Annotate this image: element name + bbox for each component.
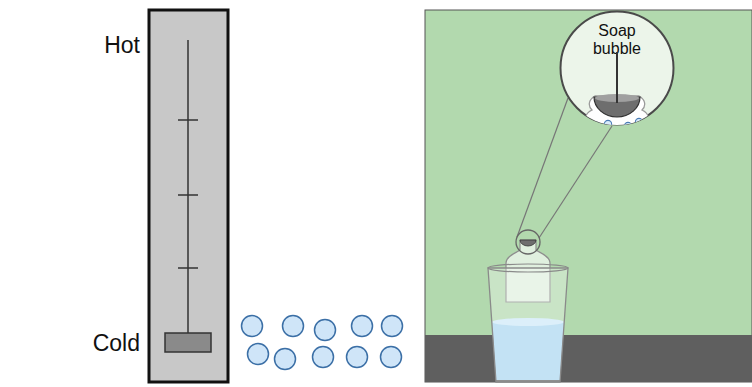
particle (347, 347, 368, 368)
air-particles (593, 118, 648, 148)
table-surface (425, 335, 752, 382)
tick-mark (178, 194, 198, 196)
particle (275, 349, 296, 370)
cup (488, 268, 568, 382)
zoom-line (539, 126, 612, 238)
air-particle (641, 129, 648, 136)
pointer-line (616, 52, 618, 103)
particle (315, 320, 336, 341)
air-particle (593, 122, 600, 129)
bottle-neck (566, 96, 668, 162)
cup-rim (488, 264, 568, 272)
air-particle (598, 132, 605, 139)
soap-bubble-highlight (595, 94, 639, 102)
particle (382, 316, 403, 337)
tick-mark (178, 267, 198, 269)
slider-handle (165, 333, 211, 352)
particle (248, 344, 269, 365)
callout-label: Soap bubble (584, 22, 650, 58)
magnifier-circle: Soap bubble (559, 10, 675, 126)
tick-mark (178, 119, 198, 121)
magnified-content (566, 52, 668, 162)
zoom-marker (516, 230, 540, 254)
particle (352, 316, 373, 337)
temperature-panel (149, 10, 228, 382)
slider-track (187, 40, 189, 336)
small-soap-bubble (520, 240, 536, 246)
particle (242, 316, 263, 337)
particle (381, 347, 402, 368)
air-particle (604, 120, 611, 127)
air-particle (606, 141, 613, 148)
zoom-line (517, 98, 568, 237)
particle (313, 347, 334, 368)
magnifier-border (561, 12, 674, 125)
air-particle (611, 129, 618, 136)
air-particle (635, 118, 642, 125)
soap-bubble (594, 97, 640, 117)
air-particle (620, 141, 627, 148)
scale-label: Cold (93, 332, 140, 355)
air-particle (629, 132, 636, 139)
air-particle (624, 122, 631, 129)
scale-label: Hot (104, 34, 140, 57)
particle (283, 316, 304, 337)
scene-background (425, 10, 752, 382)
particles (242, 316, 403, 370)
